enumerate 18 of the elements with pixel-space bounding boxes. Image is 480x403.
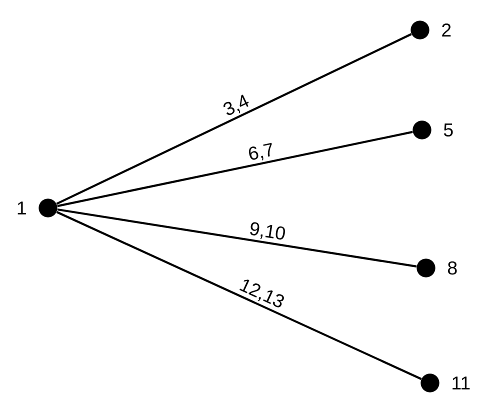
edge-label: 6,7 — [249, 142, 272, 160]
node-label: 11 — [452, 376, 470, 390]
dot — [38, 198, 58, 218]
node-label: 5 — [444, 123, 453, 137]
line — [57, 130, 413, 208]
node-label: 1 — [18, 202, 26, 214]
node-label: 2 — [442, 23, 451, 37]
line — [56, 33, 412, 205]
dot — [420, 374, 440, 392]
line — [56, 211, 422, 380]
edge-label: 12,13 — [240, 280, 284, 308]
edge-label: 3,4 — [224, 94, 249, 115]
edge-label: 9,10 — [250, 222, 285, 240]
node-label: 8 — [448, 261, 457, 275]
dot — [412, 120, 432, 140]
line — [57, 208, 417, 268]
dot — [410, 20, 430, 40]
dot — [416, 258, 436, 278]
